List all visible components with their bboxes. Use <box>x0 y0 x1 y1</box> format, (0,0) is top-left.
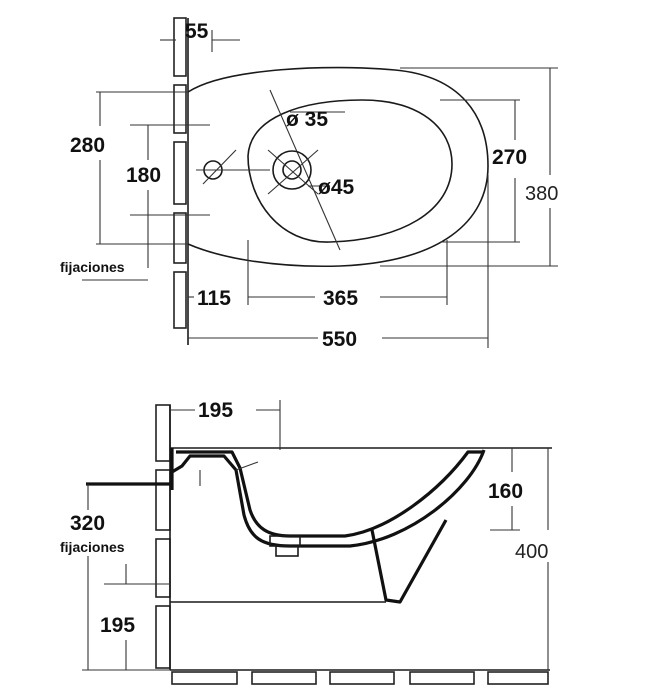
dim-195-bottom-text: 195 <box>100 614 135 637</box>
dim-195-bottom: 195 <box>82 564 170 671</box>
dim-400: 400 <box>515 448 549 670</box>
dim-55-text: 55 <box>185 20 209 43</box>
dim-115-text: 115 <box>197 287 231 310</box>
drain-outlet <box>269 535 301 557</box>
drain <box>267 149 319 195</box>
dim-160: 160 <box>488 448 523 531</box>
dim-270: 270 <box>440 99 527 243</box>
dim-550-text: 550 <box>322 328 357 351</box>
dim-380-text: 380 <box>525 183 558 205</box>
dim-280-text: 280 <box>70 134 105 157</box>
bowl-inner-outline <box>247 99 453 243</box>
dim-365-text: 365 <box>323 287 358 310</box>
dim-320-text: 320 <box>70 512 105 535</box>
dim-115-365: 115 365 <box>188 240 448 310</box>
support-foot <box>370 519 448 604</box>
dim-380: 380 <box>380 67 558 267</box>
side-view: 195 160 400 320 fijaciones <box>60 399 552 685</box>
bowl-outer-outline <box>187 66 489 268</box>
dim-280: 280 <box>70 91 188 245</box>
top-view: 55 280 180 fijaciones ø 35 <box>60 17 558 351</box>
dim-160-text: 160 <box>488 480 523 503</box>
dim-270-text: 270 <box>492 146 527 169</box>
dim-550: 550 <box>188 175 489 351</box>
dim-phi35: ø 35 <box>286 108 345 131</box>
fixings-label-side-text: fijaciones <box>60 539 125 555</box>
dim-phi35-text: ø 35 <box>286 108 328 131</box>
dim-phi45: ø45 <box>308 176 355 199</box>
dim-180: 180 <box>126 124 210 216</box>
dim-180-text: 180 <box>126 164 161 187</box>
dim-400-text: 400 <box>515 541 548 563</box>
bowl-profile <box>170 448 486 548</box>
dim-195-top-text: 195 <box>198 399 233 422</box>
dim-55: 55 <box>160 20 240 52</box>
tap-hole <box>196 149 237 185</box>
dim-320: 320 fijaciones <box>60 482 170 670</box>
side-wall <box>155 404 171 670</box>
fixings-label-top: fijaciones <box>60 215 149 281</box>
fixings-label-top-text: fijaciones <box>60 259 125 275</box>
dim-phi45-text: ø45 <box>318 176 355 199</box>
top-wall <box>173 17 189 345</box>
dim-195-top: 195 <box>170 399 281 450</box>
floor-tiles <box>170 669 550 685</box>
